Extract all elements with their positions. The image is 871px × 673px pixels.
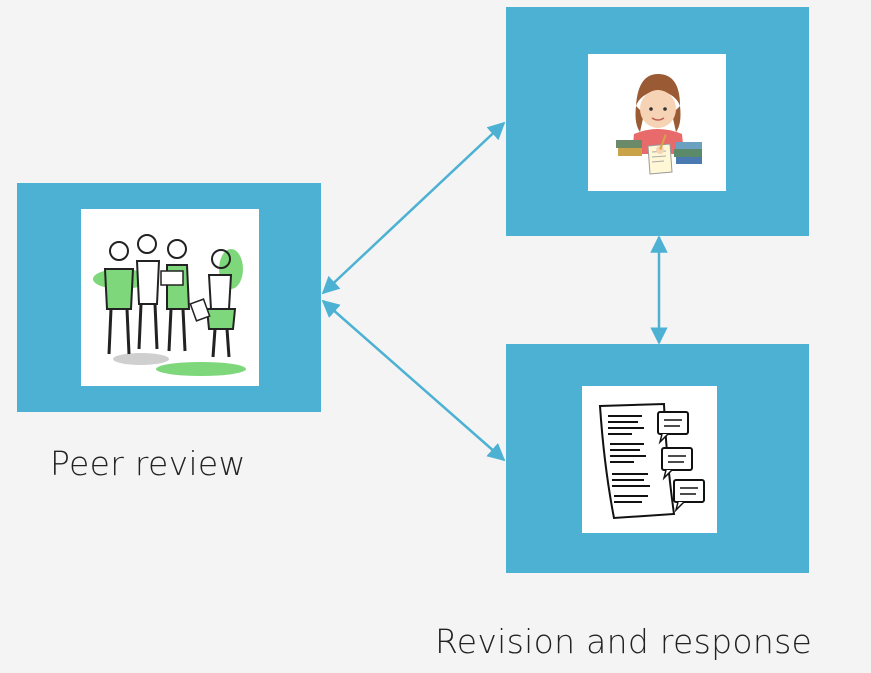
document-image-frame	[582, 386, 717, 533]
person-writing-icon	[616, 74, 702, 175]
arrow-peer-to-document	[321, 299, 506, 462]
people-discussing-icon	[93, 234, 246, 376]
peer-review-label: Peer review	[50, 444, 246, 483]
document-card	[506, 344, 809, 573]
revision-and-response-label: Revision and response	[435, 622, 813, 661]
peer-review-card	[17, 183, 321, 412]
arrow-peer-to-author	[321, 121, 506, 295]
peer-review-image-frame	[81, 209, 259, 386]
author-card	[506, 7, 809, 236]
author-image-frame	[588, 54, 726, 191]
document-with-comments-icon	[598, 402, 705, 520]
